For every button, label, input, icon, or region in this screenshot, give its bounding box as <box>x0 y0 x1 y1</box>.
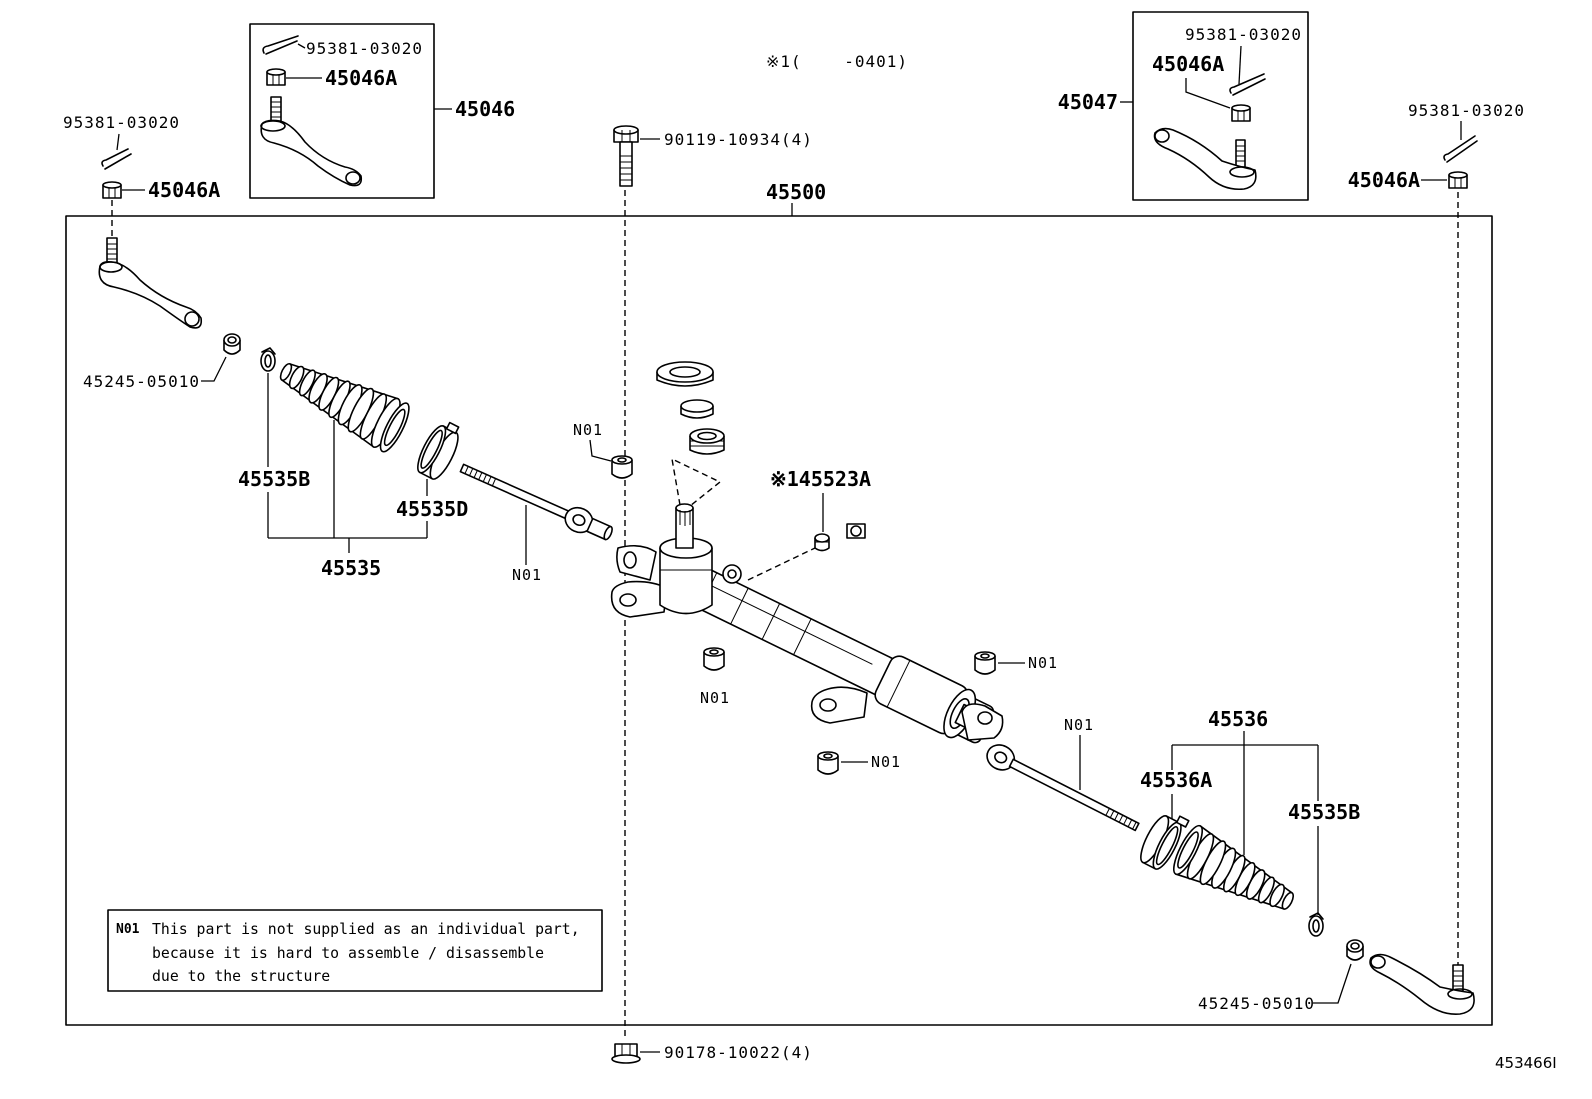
callout-adjusting-plug: ※145523A <box>770 467 871 491</box>
cotter-pin-icon <box>1443 135 1478 163</box>
note-frame <box>107 909 603 992</box>
callout-not-supplied: N01 <box>871 753 901 771</box>
lock-nut-icon <box>846 523 866 539</box>
boot-band-drawing <box>417 421 460 480</box>
callout-cotter-pin: 95381-03020 <box>1185 25 1302 44</box>
bushing-drawing <box>223 333 241 355</box>
applicability-code: ※1( -0401) <box>766 52 908 71</box>
callout-not-supplied: N01 <box>512 566 542 584</box>
callout-castle-nut: 45046A <box>148 178 220 202</box>
callout-flange-nut: 90178-10022(4) <box>664 1043 813 1062</box>
callout-castle-nut: 45046A <box>1152 52 1224 76</box>
mounting-bolt-drawing <box>613 125 639 187</box>
inner-tie-rod-drawing <box>459 463 613 541</box>
inner-tie-rod-drawing <box>986 744 1140 832</box>
adjusting-plug-drawing <box>814 533 830 552</box>
callout-boot-kit: 45535 <box>321 556 381 580</box>
note-code: N01 <box>116 922 140 937</box>
leader-line <box>1185 78 1231 109</box>
leader-line <box>297 43 306 49</box>
boot-clamp-drawing <box>260 347 276 372</box>
callout-boot-kit: 45536 <box>1208 707 1268 731</box>
leader-line <box>589 439 612 462</box>
callout-not-supplied: N01 <box>1028 654 1058 672</box>
callout-bushing: 45245-05010 <box>83 372 200 391</box>
flange-nut-drawing <box>611 1043 641 1064</box>
note-box: N01 This part is not supplied as an indi… <box>107 909 603 992</box>
steering-gear-housing-drawing <box>610 503 1004 744</box>
leader-line <box>1313 963 1352 1004</box>
kit-box-frame <box>249 23 435 199</box>
leader-line <box>116 133 120 151</box>
callout-bolt: 90119-10934(4) <box>664 130 813 149</box>
tie-rod-end-drawing <box>1153 127 1257 191</box>
castle-nut-icon <box>266 68 286 86</box>
mount-bushing-drawing <box>611 455 633 479</box>
note-line: This part is not supplied as an individu… <box>152 921 580 938</box>
tie-rod-end-drawing <box>98 237 203 329</box>
callout-not-supplied: N01 <box>573 421 603 439</box>
tie-rod-end-drawing <box>1369 953 1475 1016</box>
pinion-oil-seal-drawing <box>689 428 725 455</box>
kit-box-frame <box>1132 11 1309 201</box>
callout-castle-nut: 45046A <box>325 66 397 90</box>
callout-boot-band: 45536A <box>1140 768 1212 792</box>
callout-cotter-pin: 95381-03020 <box>306 39 423 58</box>
callout-gear-assembly: 45500 <box>766 180 826 204</box>
pinion-dust-seal-drawing <box>656 361 714 387</box>
tie-rod-end-kit-left-box: 95381-03020 45046A 45046 <box>249 23 515 199</box>
dust-boot-drawing <box>1173 824 1295 910</box>
boot-clamp-drawing <box>1308 912 1324 937</box>
cotter-pin-icon <box>101 148 132 170</box>
tie-rod-end-drawing <box>260 96 363 187</box>
boot-band-drawing <box>1140 815 1190 870</box>
callout-not-supplied: N01 <box>700 689 730 707</box>
leader-line <box>201 356 227 382</box>
gear-assembly-frame <box>65 215 1493 1026</box>
assembly-guide-line <box>747 547 816 581</box>
mount-bushing-drawing <box>703 647 725 671</box>
callout-tie-rod-end-assy-right: 45047 <box>1058 90 1118 114</box>
mount-bushing-drawing <box>817 751 839 775</box>
dust-boot-drawing <box>279 362 410 453</box>
callout-not-supplied: N01 <box>1064 716 1094 734</box>
bushing-drawing <box>1346 939 1364 961</box>
callout-bushing: 45245-05010 <box>1198 994 1315 1013</box>
note-line: because it is hard to assemble / disasse… <box>152 945 544 962</box>
callout-cotter-pin: 95381-03020 <box>63 113 180 132</box>
leader-line <box>1238 45 1242 85</box>
castle-nut-icon <box>1231 104 1251 122</box>
note-line: due to the structure <box>152 968 330 985</box>
figure-id: 453466I <box>1495 1054 1557 1072</box>
callout-boot-band: 45535D <box>396 497 468 521</box>
pinion-spacer-drawing <box>680 399 714 419</box>
callout-cotter-pin: 95381-03020 <box>1408 101 1525 120</box>
cotter-pin-icon <box>262 35 299 55</box>
assembly-guide-line <box>671 457 722 507</box>
castle-nut-icon <box>102 181 122 199</box>
cotter-pin-icon <box>1229 73 1266 96</box>
callout-boot-clamp: 45535B <box>1288 800 1360 824</box>
castle-nut-icon <box>1448 171 1468 189</box>
callout-castle-nut: 45046A <box>1348 168 1420 192</box>
mount-bushing-drawing <box>974 651 996 675</box>
callout-tie-rod-end-assy-left: 45046 <box>455 97 515 121</box>
tie-rod-end-kit-right-box: 95381-03020 45046A 45047 <box>1058 11 1309 201</box>
callout-boot-clamp: 45535B <box>238 467 310 491</box>
